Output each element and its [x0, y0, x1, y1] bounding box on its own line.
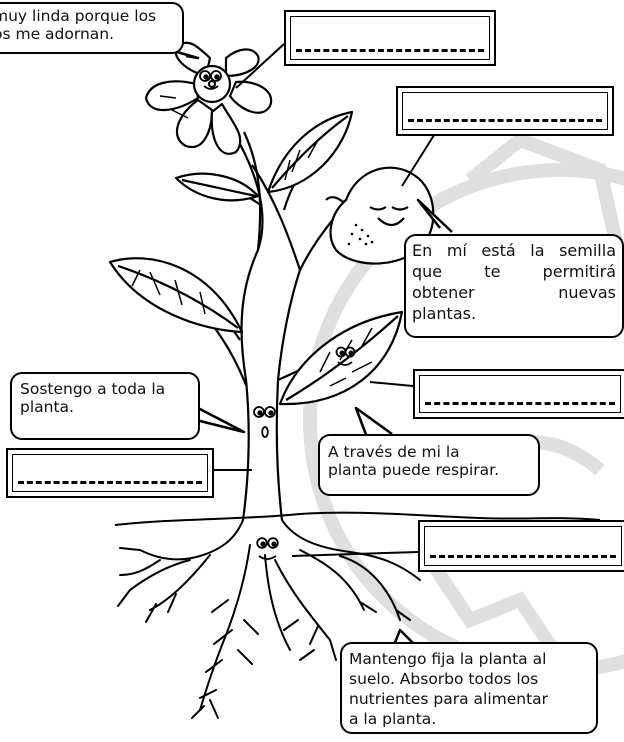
answer-blank[interactable] — [408, 119, 602, 122]
flower — [144, 41, 273, 155]
connector-lines — [214, 43, 437, 557]
answer-blank[interactable] — [425, 402, 615, 405]
root-answer-box[interactable] — [418, 520, 624, 572]
stem-face — [253, 406, 276, 438]
leaf-face — [335, 346, 356, 366]
fruit-speech-bubble: En mí está la semilla que te permitirá o… — [404, 234, 624, 338]
flower-face — [199, 70, 222, 90]
flower-speech-bubble: muy linda porque los os me adornan. — [0, 2, 184, 54]
leaf-upper-right — [266, 110, 354, 194]
fruit-answer-box[interactable] — [396, 86, 614, 136]
root-face — [256, 537, 279, 560]
answer-blank[interactable] — [430, 555, 616, 558]
answer-blank[interactable] — [18, 481, 202, 484]
stem-answer-box[interactable] — [6, 448, 214, 498]
flower-answer-box[interactable] — [284, 10, 496, 66]
root-speech-bubble: Mantengo fija la planta al suelo. Absorb… — [340, 642, 598, 734]
leaf-speech-bubble: A través de mi la planta puede respirar. — [318, 434, 540, 496]
answer-blank[interactable] — [296, 49, 484, 52]
leaves — [108, 110, 404, 406]
leaf-answer-box[interactable] — [413, 369, 624, 419]
ground-line — [114, 511, 601, 526]
stem-speech-bubble: Sostengo a toda la planta. — [10, 372, 200, 440]
leaf-left — [108, 257, 244, 334]
